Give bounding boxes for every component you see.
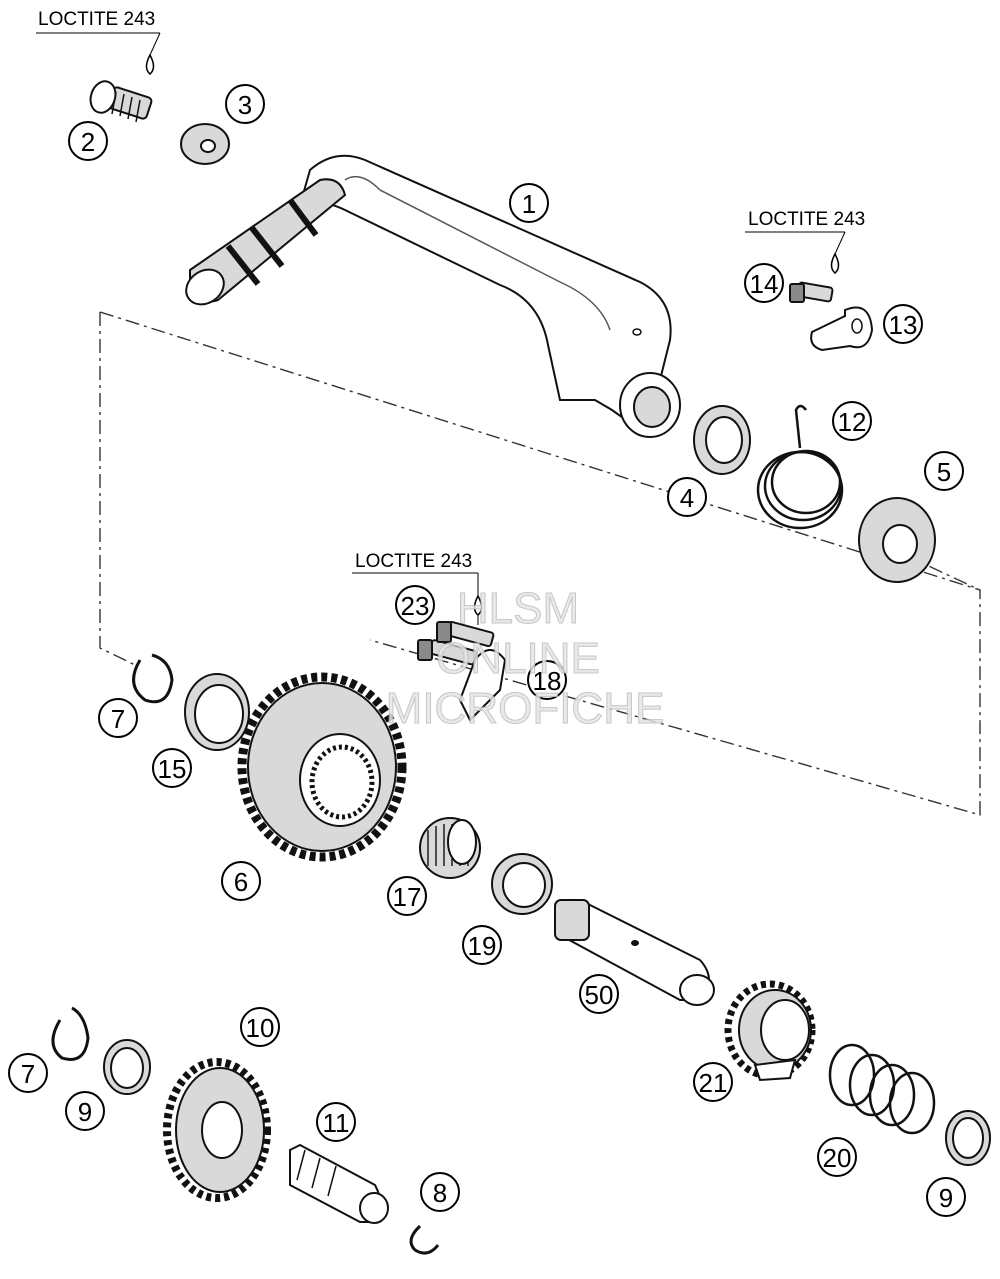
kickstarter-shaft bbox=[554, 898, 715, 1006]
svg-text:LOCTITE 243: LOCTITE 243 bbox=[748, 209, 865, 230]
retaining-ring bbox=[409, 1224, 440, 1255]
kickstarter-gear bbox=[237, 672, 407, 862]
svg-text:ONLINE: ONLINE bbox=[436, 634, 600, 683]
shaft-seal bbox=[693, 405, 751, 475]
callout-11: 11 bbox=[316, 1102, 356, 1142]
svg-text:23: 23 bbox=[401, 591, 430, 621]
callout-9-left: 9 bbox=[65, 1091, 105, 1131]
callout-13: 13 bbox=[883, 304, 923, 344]
svg-text:LOCTITE 243: LOCTITE 243 bbox=[355, 551, 472, 572]
hex-bolt-small bbox=[789, 281, 834, 303]
callout-23: 23 bbox=[395, 585, 435, 625]
svg-text:LOCTITE 243: LOCTITE 243 bbox=[38, 9, 155, 30]
callout-4: 4 bbox=[667, 477, 707, 517]
callout-7-upper: 7 bbox=[98, 698, 138, 738]
svg-text:18: 18 bbox=[533, 666, 562, 696]
callout-21: 21 bbox=[693, 1062, 733, 1102]
watermark: HLSM ONLINE MICROFICHE bbox=[385, 584, 665, 734]
idler-gear bbox=[163, 1058, 271, 1202]
return-spring bbox=[756, 404, 844, 530]
circlip-lower bbox=[51, 1006, 90, 1061]
callout-20: 20 bbox=[817, 1137, 857, 1177]
svg-text:9: 9 bbox=[78, 1097, 92, 1127]
svg-text:MICROFICHE: MICROFICHE bbox=[386, 684, 665, 733]
svg-text:17: 17 bbox=[393, 882, 422, 912]
circlip-upper bbox=[132, 653, 174, 704]
callout-7-lower: 7 bbox=[8, 1053, 48, 1093]
svg-text:6: 6 bbox=[234, 867, 248, 897]
callout-50: 50 bbox=[579, 974, 619, 1014]
svg-text:3: 3 bbox=[238, 90, 252, 120]
callout-14: 14 bbox=[744, 263, 784, 303]
kickstarter-lever bbox=[185, 154, 681, 438]
svg-text:1: 1 bbox=[522, 189, 536, 219]
svg-text:12: 12 bbox=[838, 407, 867, 437]
svg-text:11: 11 bbox=[323, 1108, 350, 1138]
loctite-label-center: LOCTITE 243 bbox=[352, 551, 483, 625]
callout-1: 1 bbox=[509, 183, 549, 223]
callout-17: 17 bbox=[387, 876, 427, 916]
svg-text:19: 19 bbox=[468, 931, 497, 961]
svg-text:15: 15 bbox=[158, 754, 187, 784]
countersunk-screw bbox=[89, 80, 153, 123]
callout-6: 6 bbox=[221, 861, 261, 901]
svg-text:9: 9 bbox=[939, 1183, 953, 1213]
ratchet-spring bbox=[828, 1043, 936, 1135]
svg-text:20: 20 bbox=[823, 1143, 852, 1173]
loctite-label-right: LOCTITE 243 bbox=[745, 209, 865, 274]
callout-9-right: 9 bbox=[926, 1177, 966, 1217]
callout-15: 15 bbox=[152, 748, 192, 788]
needle-bearing bbox=[419, 817, 481, 879]
svg-text:7: 7 bbox=[21, 1059, 35, 1089]
callout-2: 2 bbox=[68, 121, 108, 161]
washer-top bbox=[180, 123, 230, 165]
washer-9-left bbox=[103, 1039, 151, 1095]
thrust-washer bbox=[858, 497, 936, 583]
callout-5: 5 bbox=[924, 451, 964, 491]
svg-text:8: 8 bbox=[433, 1178, 447, 1208]
glue-drop-icon bbox=[830, 252, 840, 274]
callout-10: 10 bbox=[240, 1007, 280, 1047]
svg-text:HLSM: HLSM bbox=[457, 584, 579, 633]
callout-12: 12 bbox=[832, 401, 872, 441]
callout-3: 3 bbox=[225, 84, 265, 124]
callout-8: 8 bbox=[420, 1172, 460, 1212]
svg-text:10: 10 bbox=[246, 1013, 275, 1043]
svg-text:2: 2 bbox=[81, 127, 95, 157]
idler-gear-pin bbox=[289, 1143, 389, 1224]
svg-text:50: 50 bbox=[585, 980, 614, 1010]
svg-text:21: 21 bbox=[699, 1068, 728, 1098]
callout-18: 18 bbox=[527, 660, 567, 700]
hex-bolts-pair bbox=[417, 620, 495, 666]
svg-text:7: 7 bbox=[111, 704, 125, 734]
glue-drop-icon bbox=[145, 53, 155, 75]
ratchet-gear bbox=[724, 980, 816, 1082]
svg-text:13: 13 bbox=[889, 310, 918, 340]
svg-text:4: 4 bbox=[680, 483, 694, 513]
callout-19: 19 bbox=[462, 925, 502, 965]
washer-9-right bbox=[945, 1110, 991, 1166]
mounting-bracket bbox=[810, 306, 874, 352]
washer-19 bbox=[491, 853, 553, 915]
loctite-label-top: LOCTITE 243 bbox=[36, 9, 161, 75]
ratchet-guide bbox=[458, 649, 507, 722]
svg-text:5: 5 bbox=[937, 457, 951, 487]
glue-drop-icon bbox=[473, 594, 483, 616]
washer-15 bbox=[184, 673, 250, 751]
svg-text:14: 14 bbox=[750, 269, 779, 299]
